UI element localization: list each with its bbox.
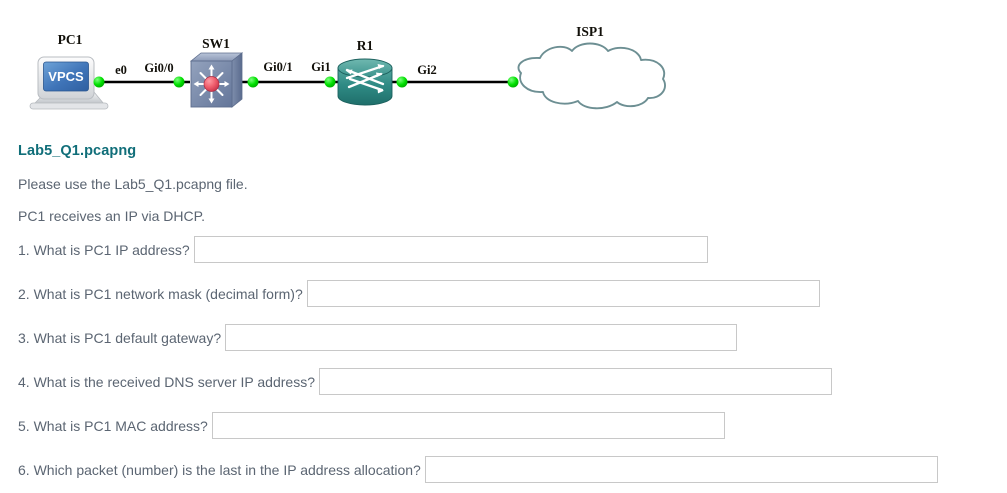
switch-arrowheads-icon bbox=[193, 64, 230, 104]
device-label-isp1: ISP1 bbox=[576, 24, 604, 39]
device-label-sw1: SW1 bbox=[202, 36, 230, 51]
question-row-4: 4. What is the received DNS server IP ad… bbox=[18, 368, 832, 395]
interface-label-e0: e0 bbox=[115, 63, 127, 77]
link-endpoint-dot bbox=[93, 76, 105, 88]
link-endpoint-dot bbox=[507, 76, 519, 88]
network-topology-diagram: PC1 VPCS SW1 bbox=[0, 0, 1007, 132]
link-endpoint-dot bbox=[396, 76, 408, 88]
answer-input-2[interactable] bbox=[306, 280, 820, 307]
device-sw1[interactable]: SW1 bbox=[189, 36, 244, 108]
link-endpoint-dot bbox=[324, 76, 336, 88]
interface-label-gi2: Gi2 bbox=[417, 63, 436, 77]
question-row-6: 6. Which packet (number) is the last in … bbox=[18, 456, 938, 483]
device-label-r1: R1 bbox=[357, 38, 374, 53]
instruction-paragraph-1: Please use the Lab5_Q1.pcapng file. bbox=[18, 176, 248, 192]
answer-input-1[interactable] bbox=[193, 236, 708, 263]
cloud-shape-icon bbox=[517, 42, 666, 110]
question-label-1: 1. What is PC1 IP address? bbox=[18, 241, 190, 258]
device-label-pc1: PC1 bbox=[58, 32, 83, 47]
question-label-2: 2. What is PC1 network mask (decimal for… bbox=[18, 285, 303, 302]
link-endpoint-dot bbox=[247, 76, 259, 88]
question-row-5: 5. What is PC1 MAC address? bbox=[18, 412, 725, 439]
answer-input-6[interactable] bbox=[424, 456, 938, 483]
instruction-paragraph-2: PC1 receives an IP via DHCP. bbox=[18, 208, 206, 224]
answer-input-5[interactable] bbox=[211, 412, 725, 439]
device-isp1-cloud[interactable]: ISP1 bbox=[517, 24, 666, 110]
router-arrowheads-icon bbox=[345, 64, 385, 94]
answer-input-3[interactable] bbox=[225, 324, 738, 351]
question-label-6: 6. Which packet (number) is the last in … bbox=[18, 461, 421, 478]
pcap-file-heading: Lab5_Q1.pcapng bbox=[18, 143, 137, 159]
interface-label-gi1: Gi1 bbox=[311, 60, 330, 74]
interface-label-gi0-1: Gi0/1 bbox=[263, 60, 292, 74]
question-row-2: 2. What is PC1 network mask (decimal for… bbox=[18, 280, 820, 307]
question-label-5: 5. What is PC1 MAC address? bbox=[18, 417, 208, 434]
link-endpoint-dot bbox=[173, 76, 185, 88]
question-row-1: 1. What is PC1 IP address? bbox=[18, 236, 708, 263]
question-row-3: 3. What is PC1 default gateway? bbox=[18, 324, 738, 351]
pc-screen-text: VPCS bbox=[48, 69, 84, 84]
link-endpoints bbox=[93, 76, 519, 88]
question-label-3: 3. What is PC1 default gateway? bbox=[18, 329, 222, 346]
router-arrows-icon bbox=[345, 64, 385, 92]
device-pc1[interactable]: PC1 VPCS bbox=[29, 32, 109, 110]
interface-labels: e0 Gi0/0 Gi0/1 Gi1 Gi2 bbox=[115, 60, 437, 77]
question-label-4: 4. What is the received DNS server IP ad… bbox=[18, 373, 315, 390]
interface-label-gi0-0: Gi0/0 bbox=[144, 61, 173, 75]
answer-input-4[interactable] bbox=[318, 368, 832, 395]
device-r1[interactable]: R1 bbox=[337, 38, 393, 106]
